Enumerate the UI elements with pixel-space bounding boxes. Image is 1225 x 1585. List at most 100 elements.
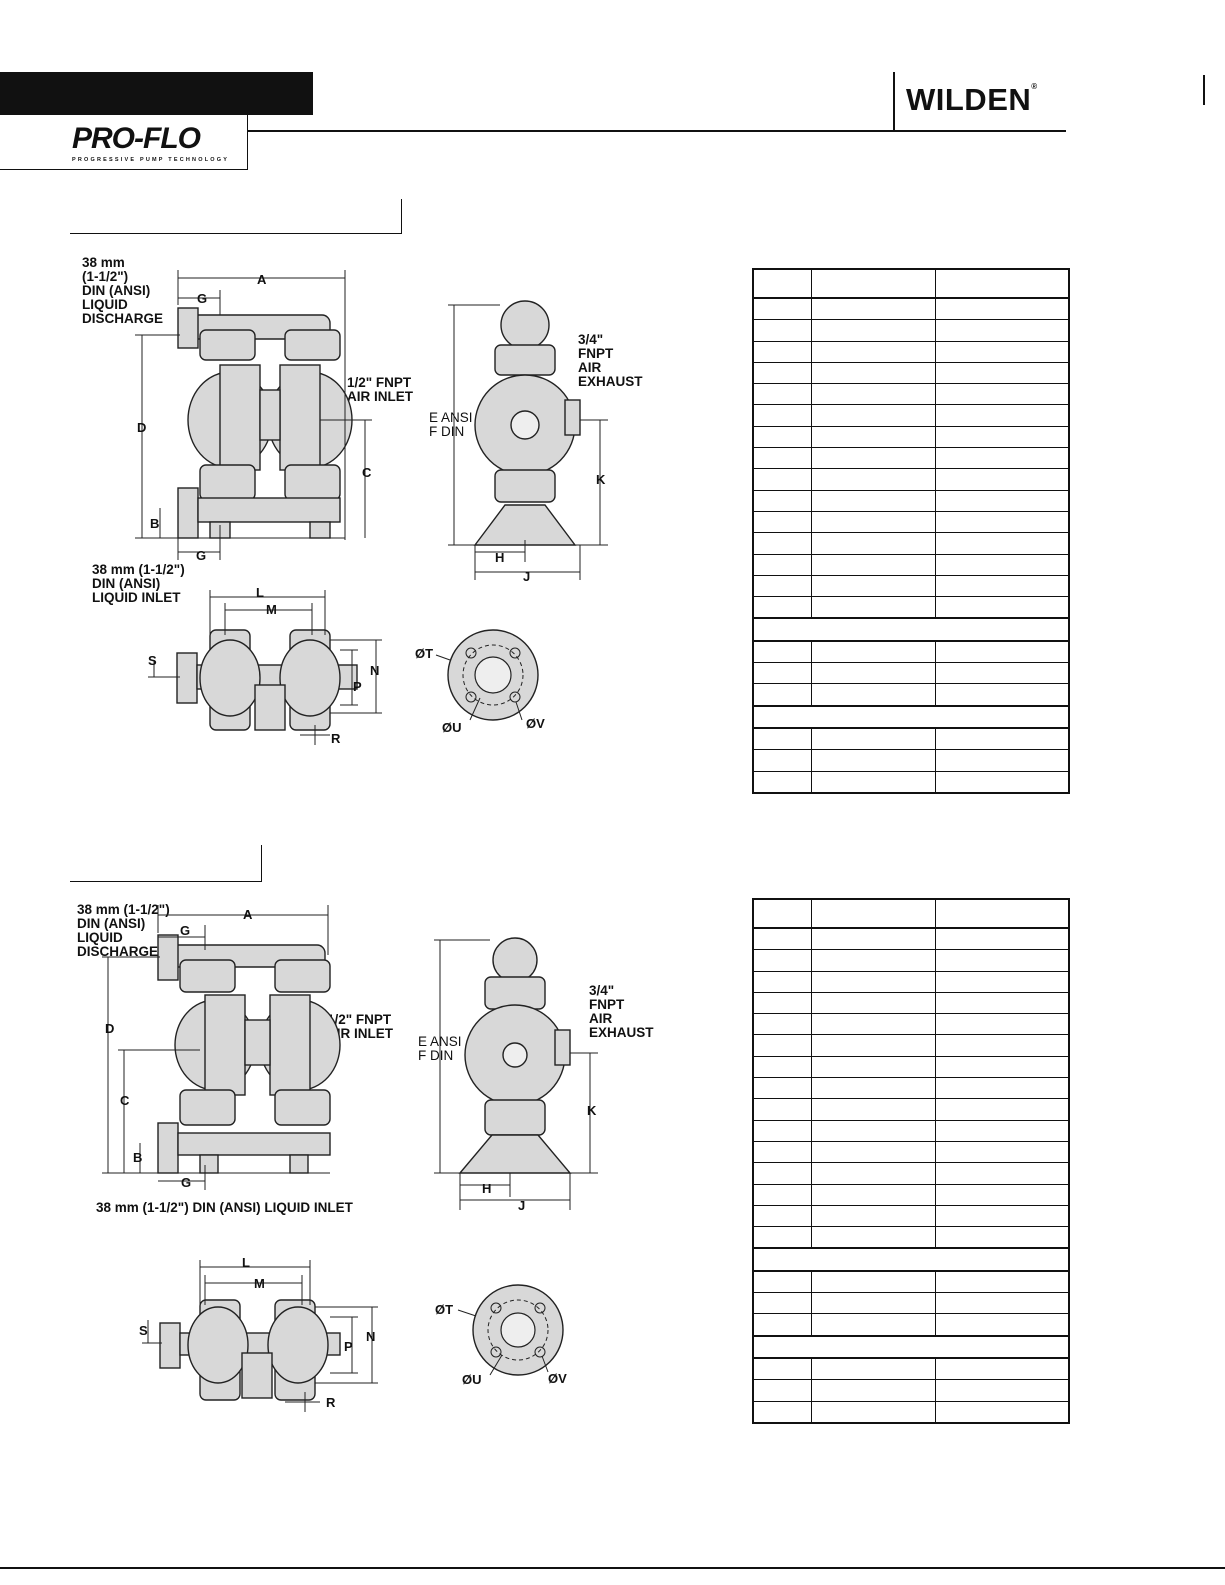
s1-side-view-drawing: K H J: [448, 300, 608, 584]
table-row: [752, 1119, 1070, 1142]
table-row: [752, 949, 1070, 972]
table-row: [752, 425, 1070, 449]
table-row: [752, 1162, 1070, 1185]
s1-dim-J: J: [523, 569, 530, 584]
s1-air-exhaust-label: 3/4" FNPT AIR EXHAUST: [578, 332, 643, 389]
table-row: [752, 749, 1070, 772]
s2-dim-B: B: [133, 1150, 142, 1165]
s2-dim-L: L: [242, 1255, 250, 1270]
section-1-title-tab: [70, 199, 402, 234]
s1-dim-K: K: [596, 472, 606, 487]
edge-tick: [1203, 75, 1205, 105]
s2-side-view-drawing: K H J: [434, 937, 598, 1213]
table-subheader-row: [752, 1334, 1070, 1359]
table-row: [752, 1183, 1070, 1206]
wilden-logo: WILDEN®: [906, 82, 1038, 117]
header-divider: [893, 72, 895, 130]
s1-dim-S: S: [148, 653, 157, 668]
s1-flange-view-drawing: ØT ØU ØV: [415, 629, 545, 735]
s2-dim-T: ØT: [435, 1302, 453, 1317]
table-row: [752, 447, 1070, 470]
s1-dim-T: ØT: [415, 646, 433, 661]
table-row: [752, 1313, 1070, 1337]
s2-e-f-label: E ANSI F DIN: [418, 1034, 462, 1063]
table-row: [752, 1077, 1070, 1100]
proflo-tagline: PROGRESSIVE PUMP TECHNOLOGY: [72, 157, 230, 163]
table-row: [752, 1356, 1070, 1381]
table-row: [752, 770, 1070, 794]
header-black-bar: [0, 72, 313, 115]
table-row: [752, 1013, 1070, 1036]
s2-dim-R: R: [326, 1395, 336, 1410]
table-header-row: [752, 268, 1070, 299]
table-row: [752, 489, 1070, 512]
table-row: [752, 596, 1070, 619]
s2-dim-P: P: [344, 1339, 353, 1354]
s1-e-f-label: E ANSI F DIN: [429, 410, 473, 439]
s1-dim-P: P: [353, 679, 362, 694]
table-row: [752, 574, 1070, 598]
s2-dim-G-bottom: G: [181, 1175, 191, 1190]
table-row: [752, 683, 1070, 707]
table-row: [752, 361, 1070, 385]
s1-dimension-table: [752, 268, 1070, 794]
s1-top-view-drawing: L M N P S R: [148, 585, 382, 746]
table-subheader-row: [752, 704, 1070, 729]
s2-dim-V: ØV: [548, 1371, 567, 1386]
s1-dim-M: M: [266, 602, 277, 617]
table-row: [752, 532, 1070, 555]
table-row: [752, 319, 1070, 342]
s1-dim-C: C: [362, 465, 372, 480]
s2-inlet-label: 38 mm (1-1/2") DIN (ANSI) LIQUID INLET: [96, 1200, 353, 1215]
s1-discharge-label: 38 mm (1-1/2") DIN (ANSI) LIQUID DISCHAR…: [82, 255, 164, 326]
table-row: [752, 404, 1070, 427]
table-row: [752, 1292, 1070, 1315]
s2-dim-H: H: [482, 1181, 491, 1196]
table-row: [752, 383, 1070, 406]
s1-dim-G-bottom: G: [196, 548, 206, 563]
table-row: [752, 662, 1070, 685]
s2-top-view-drawing: L M N P S R: [139, 1255, 378, 1412]
s1-dim-H: H: [495, 550, 504, 565]
logo-frame: [0, 115, 248, 170]
table-row: [752, 1226, 1070, 1249]
s1-inlet-label: 38 mm (1-1/2") DIN (ANSI) LIQUID INLET: [92, 562, 185, 605]
s2-dim-M: M: [254, 1276, 265, 1291]
header-rule: [248, 130, 1066, 132]
s1-dim-A: A: [257, 272, 267, 287]
s1-dim-U: ØU: [442, 720, 462, 735]
table-row: [752, 297, 1070, 321]
table-row: [752, 1098, 1070, 1121]
s2-air-exhaust-label: 3/4" FNPT AIR EXHAUST: [589, 983, 654, 1040]
s1-air-inlet-label: 1/2" FNPT AIR INLET: [347, 375, 413, 404]
s2-flange-view-drawing: ØT ØU ØV: [435, 1284, 567, 1387]
table-row: [752, 726, 1070, 751]
table-subheader-row: [752, 617, 1070, 642]
table-row: [752, 639, 1070, 664]
s2-dim-J: J: [518, 1198, 525, 1213]
table-row: [752, 970, 1070, 993]
table-row: [752, 1400, 1070, 1424]
s2-dim-C: C: [120, 1093, 130, 1108]
s1-dim-G-top: G: [197, 291, 207, 306]
s1-dim-V: ØV: [526, 716, 545, 731]
table-row: [752, 1379, 1070, 1402]
s2-dim-S: S: [139, 1323, 148, 1338]
section-2-title-tab: [70, 845, 262, 882]
footer-rule: [0, 1567, 1225, 1569]
table-row: [752, 927, 1070, 951]
table-subheader-row: [752, 1247, 1070, 1272]
s1-dim-L: L: [256, 585, 264, 600]
table-row: [752, 553, 1070, 576]
s1-dim-N: N: [370, 663, 379, 678]
table-row: [752, 1055, 1070, 1079]
table-row: [752, 340, 1070, 363]
s2-dim-N: N: [366, 1329, 375, 1344]
s1-dim-R: R: [331, 731, 341, 746]
s2-dimension-table: [752, 898, 1070, 1424]
s2-dim-G-top: G: [180, 923, 190, 938]
s1-dim-D: D: [137, 420, 146, 435]
table-row: [752, 1269, 1070, 1294]
table-row: [752, 468, 1070, 491]
s2-dim-K: K: [587, 1103, 597, 1118]
